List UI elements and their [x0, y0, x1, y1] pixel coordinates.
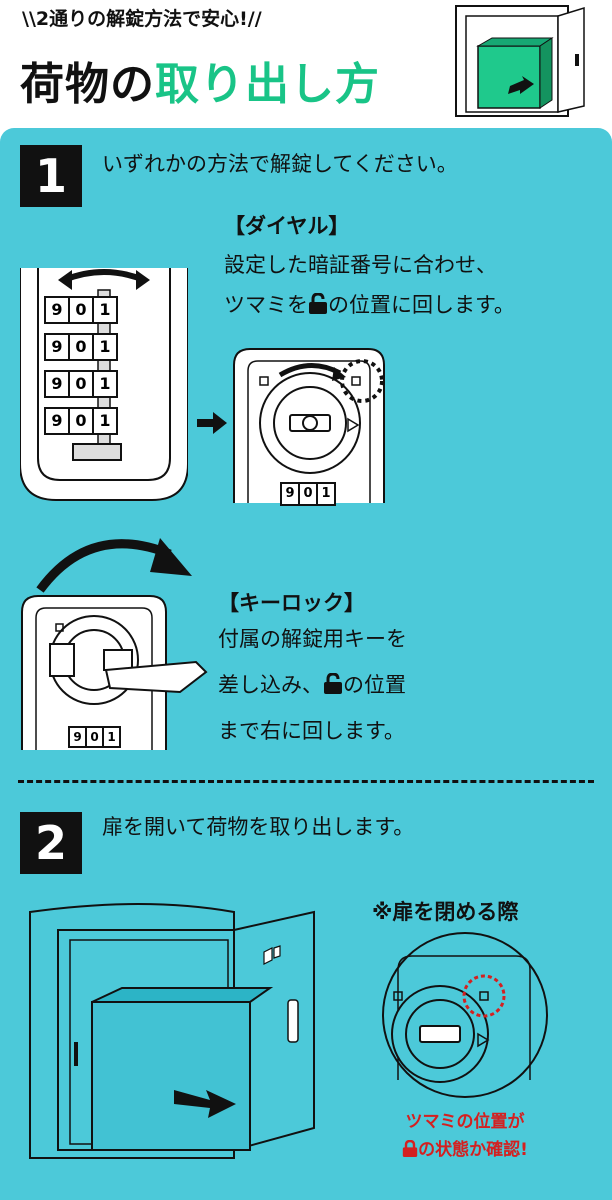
key-text-line2: 差し込み、の位置 [218, 673, 406, 697]
key-lock-illustration [21, 538, 208, 750]
lock-closed-icon [402, 1140, 418, 1157]
dial-heading: 【ダイヤル】 [224, 214, 350, 238]
dial-digit: 9 [68, 726, 87, 748]
warning-line2: の状態か確認! [380, 1138, 550, 1163]
key-text-line3: まで右に回します。 [218, 719, 405, 743]
arrow-right-icon [197, 412, 227, 434]
header-subtitle: \\2通りの解錠方法で安心!// [22, 8, 262, 30]
key-dial-row: 9 0 1 [68, 726, 121, 748]
dial-digit: 9 [44, 370, 70, 398]
dial-digit: 0 [70, 407, 94, 435]
close-check-illustration [382, 932, 548, 1098]
dial-digit: 1 [318, 482, 336, 506]
step-2-instruction: 扉を開いて荷物を取り出します。 [102, 815, 415, 839]
dial-digit: 9 [280, 482, 300, 506]
dial-handle [72, 443, 122, 461]
dial-text-line1: 設定した暗証番号に合わせ、 [224, 253, 497, 277]
dial-digit: 0 [300, 482, 318, 506]
close-note: ※扉を閉める際 [372, 900, 519, 924]
step-1-badge: 1 [20, 145, 82, 207]
dial-row: 9 0 1 [44, 296, 122, 324]
slash-decoration-left: \\ [22, 8, 36, 30]
dial-row: 9 0 1 [44, 370, 122, 398]
title-prefix: 荷物の [20, 59, 155, 110]
locker-thumbnail-illustration [455, 5, 585, 117]
dial-digit: 0 [70, 333, 94, 361]
step-1-instruction: いずれかの方法で解錠してください。 [102, 152, 458, 176]
step-2-badge: 2 [20, 812, 82, 874]
title-highlight: 取り出し方 [155, 59, 380, 110]
warning-line1: ツマミの位置が [405, 1112, 525, 1132]
dial-digit: 9 [44, 333, 70, 361]
dial-digit: 1 [94, 296, 118, 324]
dial-digit: 1 [94, 407, 118, 435]
unlock-icon [324, 673, 342, 694]
section-divider [18, 780, 594, 783]
slash-decoration-right: // [247, 8, 262, 30]
dial-row: 9 0 1 [44, 407, 122, 435]
dial-digit: 9 [44, 296, 70, 324]
dial-digit: 1 [94, 370, 118, 398]
dial-digit: 1 [104, 726, 121, 748]
dial-digit: 0 [70, 296, 94, 324]
knob-turn-illustration [233, 348, 385, 503]
dial-row: 9 0 1 [44, 333, 122, 361]
dial-digit: 9 [44, 407, 70, 435]
key-text-line1: 付属の解錠用キーを [218, 627, 407, 651]
dial-text-line2: ツマミをの位置に回します。 [224, 293, 515, 317]
key-heading: 【キーロック】 [218, 591, 365, 615]
open-locker-illustration [29, 903, 315, 1159]
dial-rows: 9 0 1 9 0 1 9 0 1 9 0 1 [44, 296, 122, 461]
dial-digit: 0 [87, 726, 104, 748]
page-title: 荷物の取り出し方 [20, 48, 380, 112]
unlock-icon [309, 293, 327, 314]
dial-digit: 0 [70, 370, 94, 398]
dial-digit: 1 [94, 333, 118, 361]
knob-dial-row: 9 0 1 [280, 482, 336, 506]
